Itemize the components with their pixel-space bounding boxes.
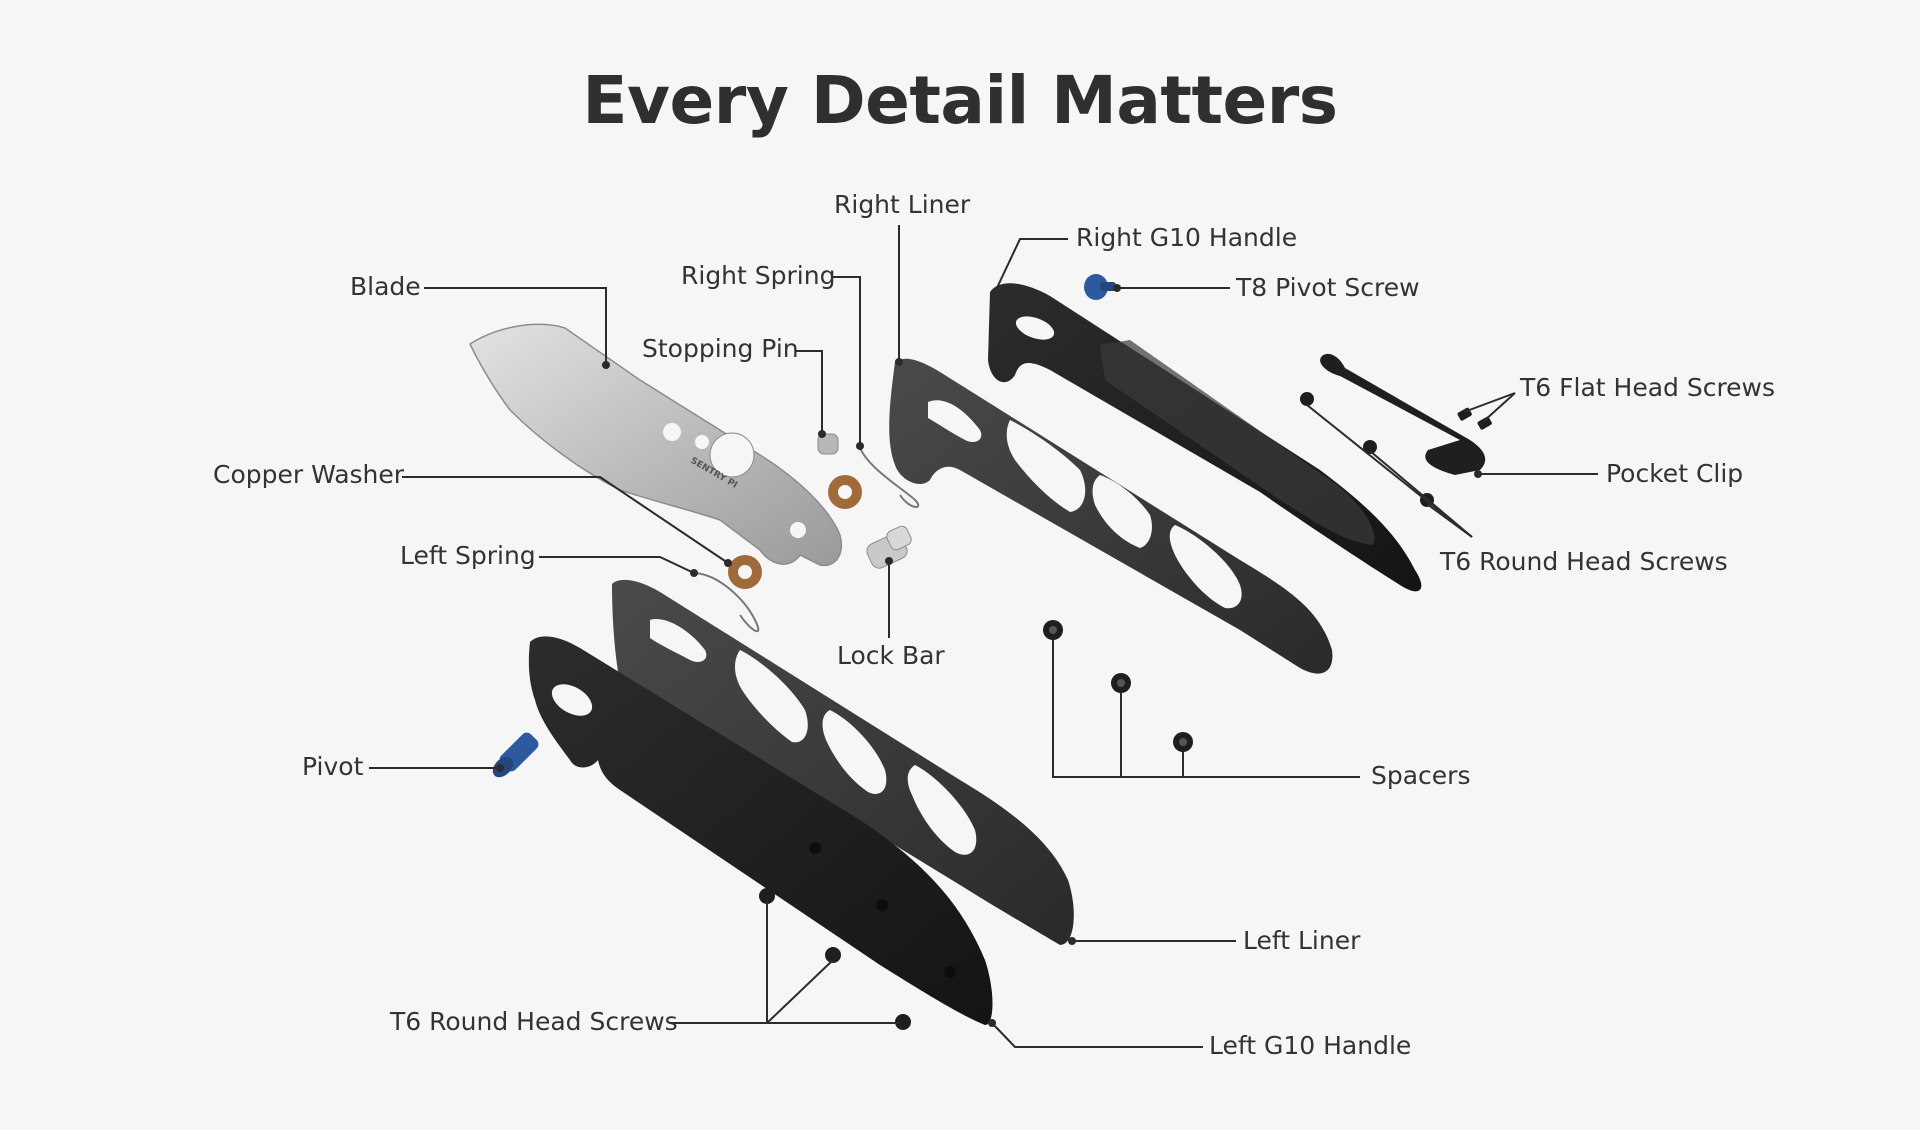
label-blade: Blade <box>350 272 421 301</box>
copper-washer-left <box>728 555 762 589</box>
pocket-clip <box>1320 353 1486 475</box>
copper-washer-right <box>828 475 862 509</box>
left-g10-handle <box>528 636 993 1025</box>
label-left-liner: Left Liner <box>1243 926 1361 955</box>
label-pivot: Pivot <box>302 752 364 781</box>
label-left-g10-handle: Left G10 Handle <box>1209 1031 1412 1060</box>
right-g10-handle <box>988 283 1422 592</box>
t6-round-head-screws-left <box>759 888 911 1030</box>
label-t6-flat-head-screws: T6 Flat Head Screws <box>1520 373 1776 402</box>
label-right-spring: Right Spring <box>681 261 836 290</box>
blade: SENTRY PI <box>469 323 842 567</box>
label-right-g10-handle: Right G10 Handle <box>1076 223 1298 252</box>
spacers <box>1043 620 1193 752</box>
label-copper-washer: Copper Washer <box>213 460 405 489</box>
lock-bar <box>866 525 912 569</box>
left-spring <box>694 572 760 633</box>
label-spacers: Spacers <box>1371 761 1471 790</box>
label-stopping-pin: Stopping Pin <box>642 334 799 363</box>
right-spring <box>859 447 920 508</box>
stopping-pin <box>817 433 839 455</box>
left-liner <box>612 579 1074 945</box>
leader-lines <box>369 225 1598 1048</box>
label-t6-round-head-screws-left: T6 Round Head Screws <box>390 1007 678 1036</box>
label-t6-round-head-screws-right: T6 Round Head Screws <box>1440 547 1728 576</box>
label-left-spring: Left Spring <box>400 541 536 570</box>
leader-dots <box>496 284 1482 1027</box>
label-pocket-clip: Pocket Clip <box>1606 459 1744 488</box>
pivot <box>492 732 539 778</box>
label-lock-bar: Lock Bar <box>837 641 945 670</box>
right-liner <box>889 358 1333 674</box>
page-title: Every Detail Matters <box>582 62 1338 139</box>
t8-pivot-screw <box>1084 274 1116 300</box>
label-t8-pivot-screw: T8 Pivot Screw <box>1236 273 1420 302</box>
label-right-liner: Right Liner <box>834 190 971 219</box>
